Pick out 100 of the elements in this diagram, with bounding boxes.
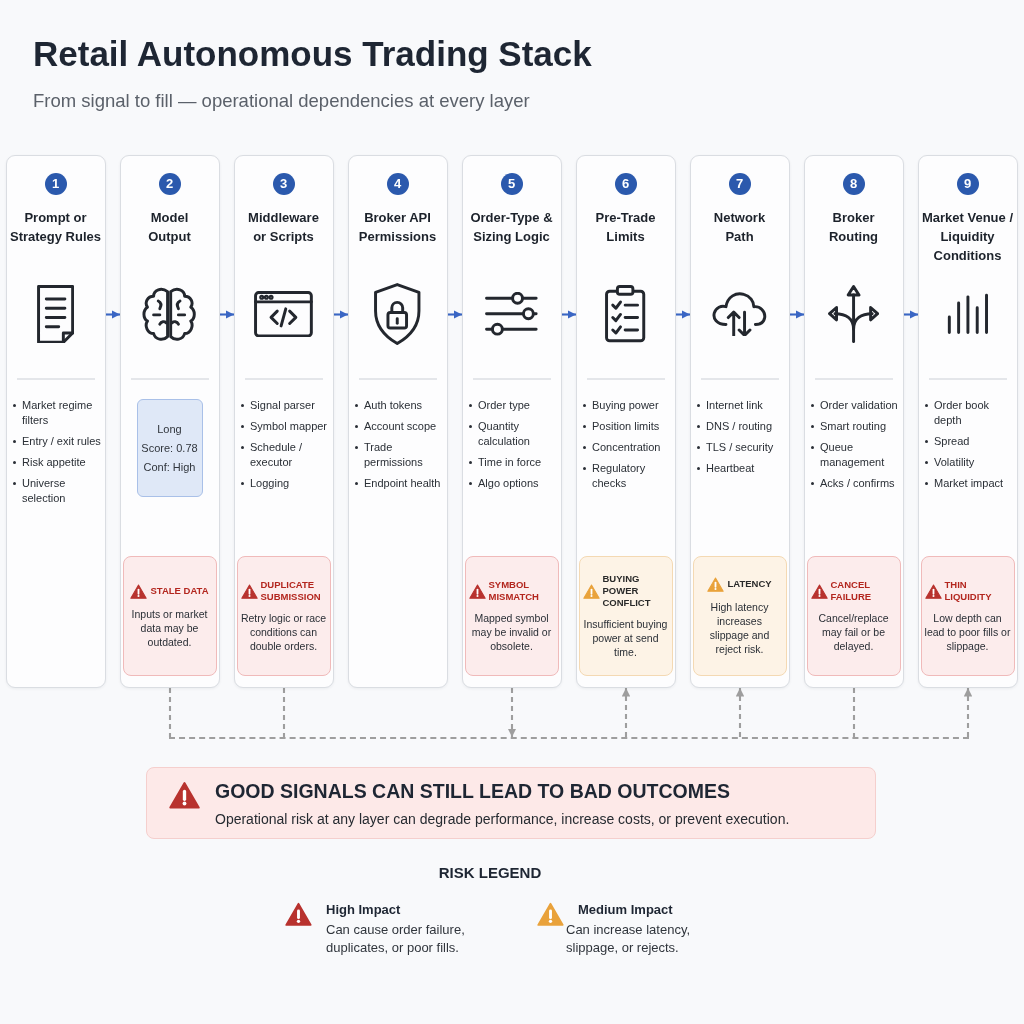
flow-arrow	[334, 310, 348, 319]
risk-card	[578, 556, 673, 676]
flow-arrow	[790, 310, 804, 319]
layer-title: Order-Type & Sizing Logic	[469, 209, 554, 246]
bullet-item: Order type	[468, 398, 558, 413]
bullet-item: Logging	[240, 476, 330, 491]
risk-title: DUPLICATE SUBMISSION	[260, 579, 322, 603]
risk-card	[236, 556, 331, 676]
layer-card	[348, 155, 448, 688]
bullet-item: TLS / security	[696, 440, 786, 455]
step-badge: 7	[728, 173, 751, 195]
risk-description: High latency increases slippage and reject risk.	[708, 599, 771, 656]
dashed-connector	[963, 688, 973, 737]
bullet-item: Acks / confirms	[810, 476, 900, 491]
layer-title: Broker API Permissions	[357, 209, 438, 246]
layer-title: Broker Routing	[827, 209, 880, 246]
dashed-bus-line	[169, 737, 969, 739]
bullet-item: Spread	[924, 434, 1014, 449]
legend-title: RISK LEGEND	[438, 863, 542, 883]
bullet-item: Endpoint health	[354, 476, 444, 491]
bullet-item: Smart routing	[810, 419, 900, 434]
dashed-connector	[282, 688, 286, 737]
dashed-connector	[852, 688, 856, 737]
risk-title: THIN LIQUIDITY	[944, 579, 993, 603]
banner-title: GOOD SIGNALS CAN STILL LEAD TO BAD OUTCOMES	[215, 779, 730, 803]
layer-title: Middleware or Scripts	[247, 209, 320, 246]
title: Retail Autonomous Trading Stack	[33, 33, 592, 75]
layer-title: Pre-Trade Limits	[594, 209, 657, 246]
bullet-item: Volatility	[924, 455, 1014, 470]
step-badge: 8	[842, 173, 865, 195]
layer-card	[120, 155, 220, 688]
bullet-item: Algo options	[468, 476, 558, 491]
bullet-item: Quantity calculation	[468, 419, 558, 449]
dashed-connector	[507, 688, 517, 737]
signal-text: Long	[157, 421, 182, 437]
bullet-item: Internet link	[696, 398, 786, 413]
bullet-item: Regulatory checks	[582, 461, 672, 491]
dashed-connector	[735, 688, 745, 737]
risk-card	[692, 556, 787, 676]
signal-text: Conf: High	[143, 459, 196, 475]
signal-card	[136, 399, 203, 497]
layer-title: Model Output	[147, 209, 192, 246]
risk-card	[806, 556, 901, 676]
dashed-connector	[621, 688, 631, 737]
legend-description: Can increase latency, slippage, or rejects.	[566, 921, 692, 957]
risk-description: Cancel/replace may fail or be delayed.	[817, 611, 890, 653]
risk-title: BUYING POWER CONFLICT	[602, 573, 652, 609]
bullet-item: Market impact	[924, 476, 1014, 491]
risk-title: LATENCY	[727, 578, 772, 590]
step-badge: 4	[386, 173, 409, 195]
bullet-item: Universe selection	[12, 476, 102, 506]
flow-arrow	[106, 310, 120, 319]
layer-title: Market Venue / Liquidity Conditions	[920, 209, 1014, 265]
bullet-item: Time in force	[468, 455, 558, 470]
risk-title: CANCEL FAILURE	[830, 579, 873, 603]
bullet-item: Order validation	[810, 398, 900, 413]
bullet-item: Trade permissions	[354, 440, 444, 470]
warning-banner	[146, 767, 876, 839]
layer-card	[234, 155, 334, 688]
bullet-item: Market regime filters	[12, 398, 102, 428]
risk-title: SYMBOL MISMATCH	[488, 579, 540, 603]
layer-card	[6, 155, 106, 688]
bullet-item: Risk appetite	[12, 455, 102, 470]
risk-card	[920, 556, 1015, 676]
step-badge: 2	[158, 173, 181, 195]
bullet-item: Symbol mapper	[240, 419, 330, 434]
layer-card	[918, 155, 1018, 688]
step-badge: 6	[614, 173, 637, 195]
bullet-item: Buying power	[582, 398, 672, 413]
flow-arrow	[562, 310, 576, 319]
flow-arrow	[448, 310, 462, 319]
legend-label: High Impact	[326, 901, 401, 918]
bullet-item: Order book depth	[924, 398, 1014, 428]
step-badge: 5	[500, 173, 523, 195]
risk-card	[122, 556, 217, 676]
layer-card	[576, 155, 676, 688]
bullet-item: Concentration	[582, 440, 672, 455]
bullet-item: Entry / exit rules	[12, 434, 102, 449]
risk-description: Insufficient buying power at send time.	[582, 617, 669, 659]
flow-arrow	[676, 310, 690, 319]
step-badge: 9	[956, 173, 979, 195]
legend-label: Medium Impact	[578, 901, 673, 918]
layer-card	[804, 155, 904, 688]
signal-text: Score: 0.78	[141, 440, 198, 456]
dashed-connector	[168, 688, 172, 737]
legend-description: Can cause order failure, duplicates, or poor fills.	[326, 921, 466, 957]
bullet-item: Signal parser	[240, 398, 330, 413]
layer-title: Prompt or Strategy Rules	[8, 209, 102, 246]
risk-card	[464, 556, 559, 676]
risk-description: Mapped symbol may be invalid or obsolete.	[470, 611, 553, 653]
step-badge: 1	[44, 173, 67, 195]
risk-description: Retry logic or race conditions can double orders.	[240, 611, 327, 653]
layer-card	[690, 155, 790, 688]
layer-card	[462, 155, 562, 688]
bullet-item: Queue management	[810, 440, 900, 470]
risk-title: STALE DATA	[150, 585, 209, 597]
flow-arrow	[904, 310, 918, 319]
risk-description: Inputs or market data may be outdated.	[130, 606, 209, 649]
step-badge: 3	[272, 173, 295, 195]
banner-text: Operational risk at any layer can degrade performance, increase costs, or prevent execution.	[215, 810, 790, 829]
